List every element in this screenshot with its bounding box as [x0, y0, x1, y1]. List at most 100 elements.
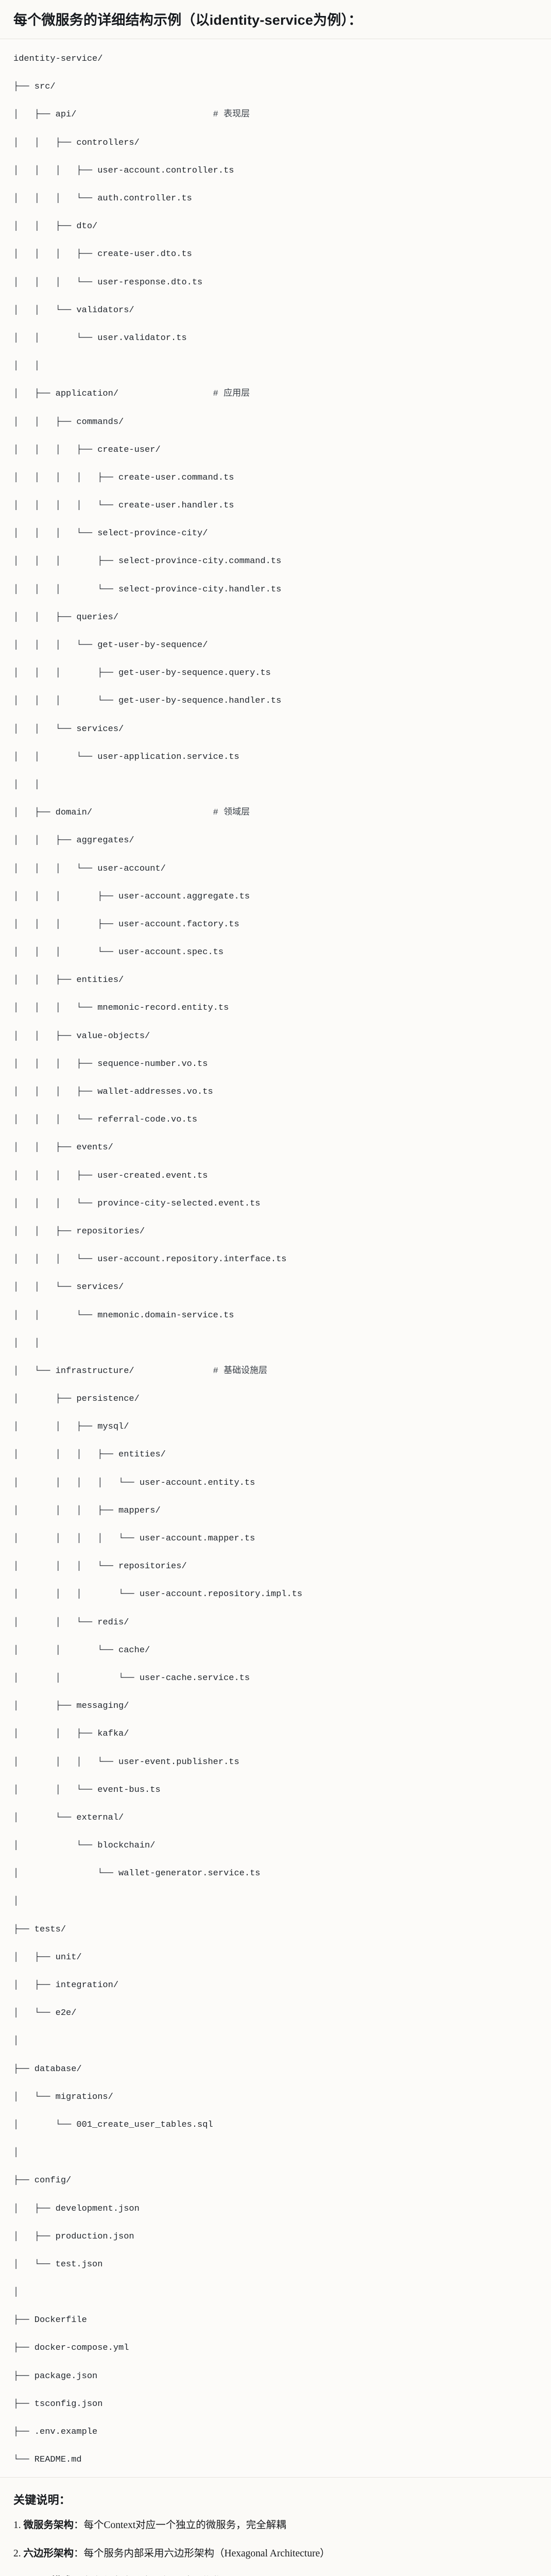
tree-line: │ │ └── services/	[13, 723, 538, 736]
tree-line: │ └── blockchain/	[13, 1839, 538, 1853]
tree-line: │ │ ├── entities/	[13, 974, 538, 987]
tree-line: │ ├── persistence/	[13, 1393, 538, 1406]
tree-line: │ ├── application/ # 应用层	[13, 387, 538, 401]
tree-line: │ │ │ ├── user-created.event.ts	[13, 1170, 538, 1183]
tree-line: │ └── test.json	[13, 2258, 538, 2272]
tree-line: │ │ │ └── referral-code.vo.ts	[13, 1113, 538, 1127]
tree-line: │ ├── messaging/	[13, 1700, 538, 1713]
tree-line: ├── .env.example	[13, 2426, 538, 2439]
tree-line: │ │ │ └── mnemonic-record.entity.ts	[13, 1002, 538, 1015]
key-note-item: 3. CQRS模式：命令和查询分离，便于读写优化	[13, 2574, 538, 2576]
key-note-description: ：每个服务内部采用六边形架构（Hexagonal Architecture）	[74, 2548, 330, 2559]
key-note-description: ：每个Context对应一个独立的微服务，完全解耦	[74, 2520, 286, 2531]
key-note-term: 六边形架构	[24, 2548, 74, 2559]
tree-line: │ │ ├── aggregates/	[13, 834, 538, 848]
tree-line: │ │ └── services/	[13, 1281, 538, 1294]
tree-line: │ │ ├── commands/	[13, 416, 538, 429]
tree-line: │ │ │ ├── wallet-addresses.vo.ts	[13, 1086, 538, 1099]
tree-line: │ │ ├── repositories/	[13, 1225, 538, 1239]
tree-line: ├── package.json	[13, 2370, 538, 2383]
tree-layer-comment: # 基础设施层	[213, 1366, 267, 1376]
tree-line: │ │	[13, 1337, 538, 1350]
tree-line: ├── src/	[13, 80, 538, 94]
directory-tree: identity-service/ ├── src/ │ ├── api/ # …	[13, 53, 538, 2467]
tree-line: │ └── wallet-generator.service.ts	[13, 1867, 538, 1880]
tree-line: │ │ │ │ └── user-account.entity.ts	[13, 1477, 538, 1490]
tree-line: │ │ └── cache/	[13, 1644, 538, 1657]
tree-line: │ │ └── event-bus.ts	[13, 1784, 538, 1797]
tree-line: identity-service/	[13, 53, 538, 66]
tree-line: │ ├── production.json	[13, 2230, 538, 2244]
tree-line: ├── Dockerfile	[13, 2314, 538, 2327]
tree-line: │ │ │ └── user-account.spec.ts	[13, 946, 538, 959]
tree-line: │ │ │ ├── user-account.aggregate.ts	[13, 890, 538, 904]
tree-line: │ ├── integration/	[13, 1979, 538, 1992]
tree-line: │ │ │ └── auth.controller.ts	[13, 192, 538, 206]
key-note-number: 1.	[13, 2520, 24, 2531]
tree-line: │ │ │ └── get-user-by-sequence/	[13, 639, 538, 652]
tree-line: │ └── e2e/	[13, 2007, 538, 2020]
tree-line: │ │ │ │ └── create-user.handler.ts	[13, 499, 538, 513]
tree-line: │	[13, 2035, 538, 2048]
tree-line: │ │ │ └── user-response.dto.ts	[13, 276, 538, 290]
tree-line: │ └── migrations/	[13, 2091, 538, 2104]
page-title: 每个微服务的详细结构示例（以identity-service为例）：	[0, 0, 551, 39]
tree-line: │ │ │ └── repositories/	[13, 1560, 538, 1573]
tree-line: │ └── infrastructure/ # 基础设施层	[13, 1365, 538, 1378]
key-note-item: 1. 微服务架构：每个Context对应一个独立的微服务，完全解耦	[13, 2518, 538, 2533]
tree-line: │ │ │ ├── mappers/	[13, 1504, 538, 1518]
tree-line: │ │ │ ├── get-user-by-sequence.query.ts	[13, 667, 538, 680]
tree-line: │ │ └── mnemonic.domain-service.ts	[13, 1309, 538, 1323]
tree-line: │	[13, 2146, 538, 2160]
tree-line: │ │ │ └── province-city-selected.event.t…	[13, 1197, 538, 1211]
tree-line: ├── database/	[13, 2063, 538, 2076]
tree-line: │ │	[13, 360, 538, 373]
tree-line: │ │ │ ├── user-account.controller.ts	[13, 164, 538, 178]
tree-line: │	[13, 2286, 538, 2299]
tree-line: │ │ └── validators/	[13, 304, 538, 317]
tree-line: │ └── external/	[13, 1811, 538, 1825]
tree-line: │ │ │ │ ├── create-user.command.ts	[13, 471, 538, 485]
tree-line: │ ├── api/ # 表现层	[13, 108, 538, 122]
tree-line: │ │ │ └── user-event.publisher.ts	[13, 1756, 538, 1769]
tree-line: │ │ └── user.validator.ts	[13, 332, 538, 345]
tree-line: │	[13, 1895, 538, 1908]
key-notes-list: 1. 微服务架构：每个Context对应一个独立的微服务，完全解耦 2. 六边形架…	[13, 2518, 538, 2576]
tree-line: │ ├── development.json	[13, 2202, 538, 2216]
tree-line: │ │	[13, 778, 538, 792]
tree-layer-comment: # 表现层	[213, 110, 250, 120]
tree-layer-comment: # 应用层	[213, 389, 250, 399]
tree-line: │ │ │ │ └── user-account.mapper.ts	[13, 1532, 538, 1546]
tree-line: │ │ ├── events/	[13, 1141, 538, 1155]
tree-line: │ │ ├── controllers/	[13, 137, 538, 150]
tree-line: │ │ │ ├── entities/	[13, 1448, 538, 1462]
tree-line: │ │ ├── queries/	[13, 611, 538, 624]
tree-line: │ │ │ └── user-account.repository.impl.t…	[13, 1588, 538, 1601]
key-notes-section: 关键说明： 1. 微服务架构：每个Context对应一个独立的微服务，完全解耦 2…	[0, 2477, 551, 2576]
directory-tree-block: identity-service/ ├── src/ │ ├── api/ # …	[0, 39, 551, 2477]
tree-line: ├── config/	[13, 2174, 538, 2188]
tree-line: │ │ │ └── get-user-by-sequence.handler.t…	[13, 694, 538, 708]
tree-line: │ ├── unit/	[13, 1951, 538, 1964]
tree-line: │ │ │ └── select-province-city/	[13, 527, 538, 540]
tree-line: │ │ │ ├── create-user.dto.ts	[13, 248, 538, 261]
tree-line: └── README.md	[13, 2453, 538, 2467]
tree-line: │ │ ├── mysql/	[13, 1420, 538, 1434]
key-note-term: 微服务架构	[24, 2520, 74, 2531]
tree-line: │ │ ├── dto/	[13, 220, 538, 233]
tree-layer-comment: # 领域层	[213, 808, 250, 818]
tree-line: │ │ ├── kafka/	[13, 1727, 538, 1741]
tree-line: │ │ │ ├── sequence-number.vo.ts	[13, 1058, 538, 1071]
key-notes-title: 关键说明：	[13, 2491, 538, 2507]
tree-line: │ │ ├── value-objects/	[13, 1030, 538, 1043]
tree-line: ├── tsconfig.json	[13, 2398, 538, 2411]
tree-line: ├── docker-compose.yml	[13, 2342, 538, 2355]
tree-line: ├── tests/	[13, 1923, 538, 1937]
key-note-item: 2. 六边形架构：每个服务内部采用六边形架构（Hexagonal Archite…	[13, 2546, 538, 2561]
tree-line: │ └── 001_create_user_tables.sql	[13, 2119, 538, 2132]
tree-line: │ ├── domain/ # 领域层	[13, 806, 538, 820]
tree-line: │ │ │ ├── create-user/	[13, 444, 538, 457]
tree-line: │ │ │ └── select-province-city.handler.t…	[13, 583, 538, 597]
tree-line: │ │ └── user-application.service.ts	[13, 751, 538, 764]
